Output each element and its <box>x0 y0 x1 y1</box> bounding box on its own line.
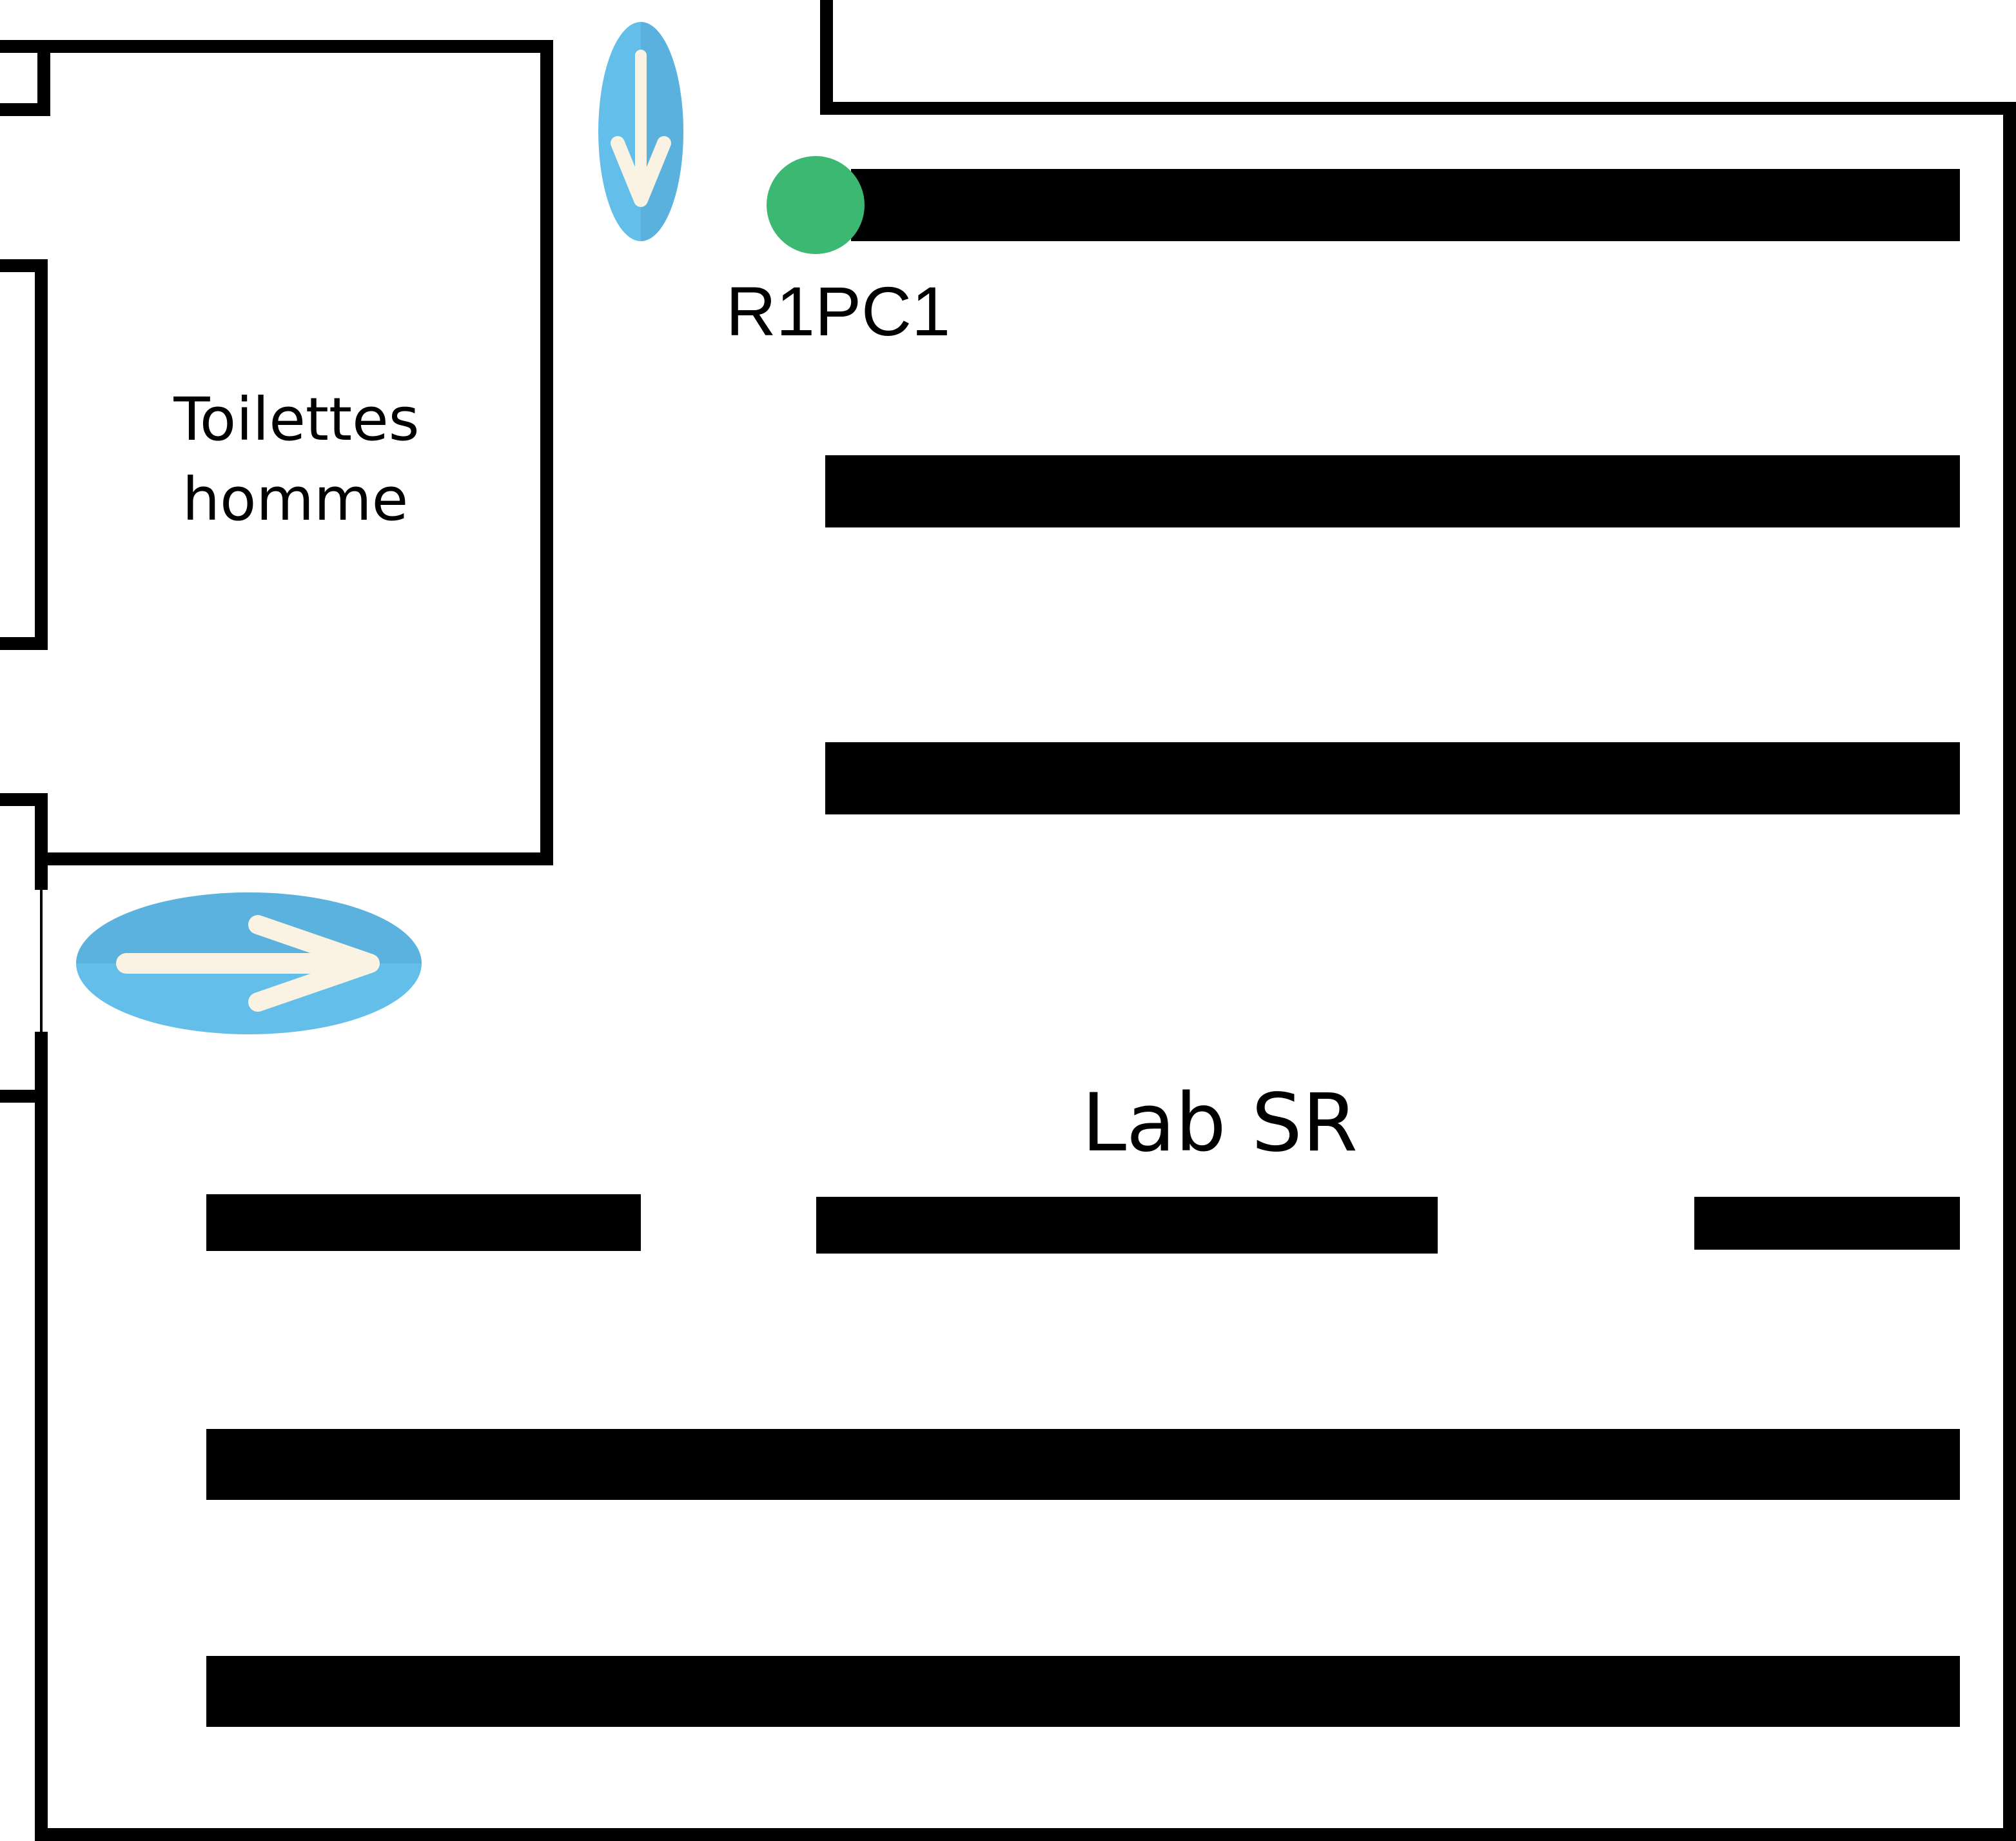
desk-row-6 <box>206 1656 1960 1727</box>
desks <box>206 169 1960 1727</box>
desk-row-4-right <box>1694 1197 1960 1250</box>
wall-lower-left <box>35 1032 2016 1841</box>
desk-row-2 <box>825 455 1960 527</box>
pc-label: R1PC1 <box>726 272 950 350</box>
wall-toilets-outline <box>37 40 553 865</box>
desk-row-5 <box>206 1429 1960 1500</box>
room-label-lab: Lab SR <box>1082 1077 1358 1170</box>
desk-row-4-middle <box>816 1197 1438 1254</box>
desk-row-1 <box>851 169 1960 241</box>
wall-left-alcove <box>0 259 48 650</box>
wall-door-stub-top <box>0 793 48 890</box>
wall-top-right <box>820 0 2016 1841</box>
pc-marker-r1pc1[interactable] <box>767 156 865 254</box>
wall-top-left-notch <box>0 40 50 116</box>
room-label-toilets-line2: homme <box>182 465 408 534</box>
room-label-toilets-line1: Toilettes <box>173 385 419 454</box>
arrow-down-icon <box>598 22 683 241</box>
arrow-right-icon <box>76 892 422 1034</box>
desk-row-3 <box>825 742 1960 814</box>
desk-row-4-left <box>206 1194 641 1251</box>
